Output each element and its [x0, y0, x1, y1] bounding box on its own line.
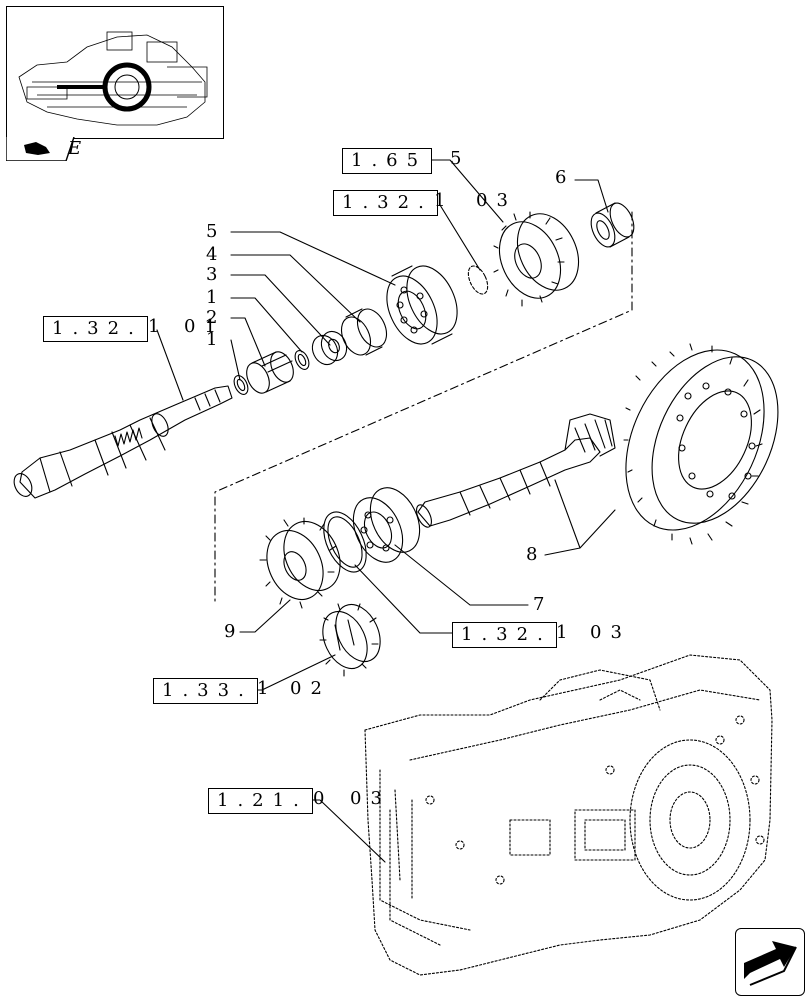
ref-box-1-32-mid[interactable]: 1.32.	[452, 622, 557, 648]
leader-7	[394, 544, 529, 606]
ref-tail-5: 5	[450, 148, 471, 169]
ref-box-1-21[interactable]: 1.21.	[208, 788, 313, 814]
ref-box-1-32-top[interactable]: 1.32.	[333, 190, 438, 216]
leader-2	[230, 317, 266, 367]
pinion-shaft	[416, 413, 616, 528]
ref-tail-0: 0	[313, 788, 334, 809]
leader-ref-1-65-5	[426, 159, 504, 223]
spacer-sleeve	[340, 308, 388, 356]
leader-8	[544, 479, 616, 556]
leader-ref-1-32-1-top	[439, 204, 481, 271]
ref-tail-1-top: 1	[434, 190, 455, 211]
next-page-arrow-icon	[744, 941, 797, 986]
callout-4: 4	[206, 244, 218, 265]
leader-1b	[230, 339, 241, 381]
lock-nut	[311, 330, 348, 366]
input-shaft	[13, 385, 233, 499]
callout-2: 2	[206, 307, 218, 328]
callout-8: 8	[526, 544, 538, 565]
callout-6: 6	[555, 167, 567, 188]
tractor-icon	[24, 142, 50, 155]
transmission-housing	[364, 654, 773, 976]
needle-bearing	[246, 351, 294, 394]
callout-3: 3	[206, 264, 218, 285]
callout-1b: 1	[206, 329, 218, 350]
callout-7: 7	[533, 594, 545, 615]
snap-ring	[233, 375, 249, 395]
assembly-dash-line	[214, 211, 633, 604]
ref-box-1-33[interactable]: 1.33.	[153, 678, 258, 704]
tractor-overview-thumbnail-icon	[18, 31, 208, 126]
ref-sub-03-mid: 03	[590, 622, 631, 643]
ref-sub-03: 03	[476, 190, 517, 211]
ref-box-1-32-left[interactable]: 1.32.	[43, 316, 148, 342]
leader-9	[239, 599, 291, 633]
ref-tail-1-mid: 1	[556, 622, 577, 643]
crown-wheel	[623, 343, 779, 545]
section-tab-letter: E	[68, 138, 82, 159]
leader-6	[574, 179, 609, 213]
leader-1a	[230, 297, 303, 353]
ref-box-1-65[interactable]: 1.65	[342, 148, 433, 174]
callout-1a: 1	[206, 287, 218, 308]
callout-9: 9	[224, 621, 236, 642]
leader-4	[230, 254, 361, 323]
leader-ref-1-32-1-mid	[354, 564, 456, 634]
ref-tail-1-left: 1	[148, 316, 169, 337]
next-page-button[interactable]	[735, 928, 805, 996]
leader-5	[230, 231, 396, 286]
ref-sub-03-lower: 03	[350, 788, 391, 809]
drive-gear-lower	[319, 603, 381, 677]
section-tab: E	[5, 136, 81, 162]
callout-5: 5	[206, 221, 218, 242]
bushing	[590, 202, 635, 248]
ref-tail-1-lower: 1	[257, 678, 278, 699]
leader-ref-1-32-1-left	[156, 329, 184, 401]
ref-sub-01: 01	[184, 316, 225, 337]
ball-bearing	[386, 265, 458, 345]
drive-gear-9	[259, 517, 341, 609]
overview-thumbnail	[6, 6, 224, 139]
ref-sub-02: 02	[290, 678, 331, 699]
spur-gear-top	[493, 211, 580, 307]
pinion-bearing	[352, 487, 421, 563]
leader-3	[230, 274, 331, 346]
